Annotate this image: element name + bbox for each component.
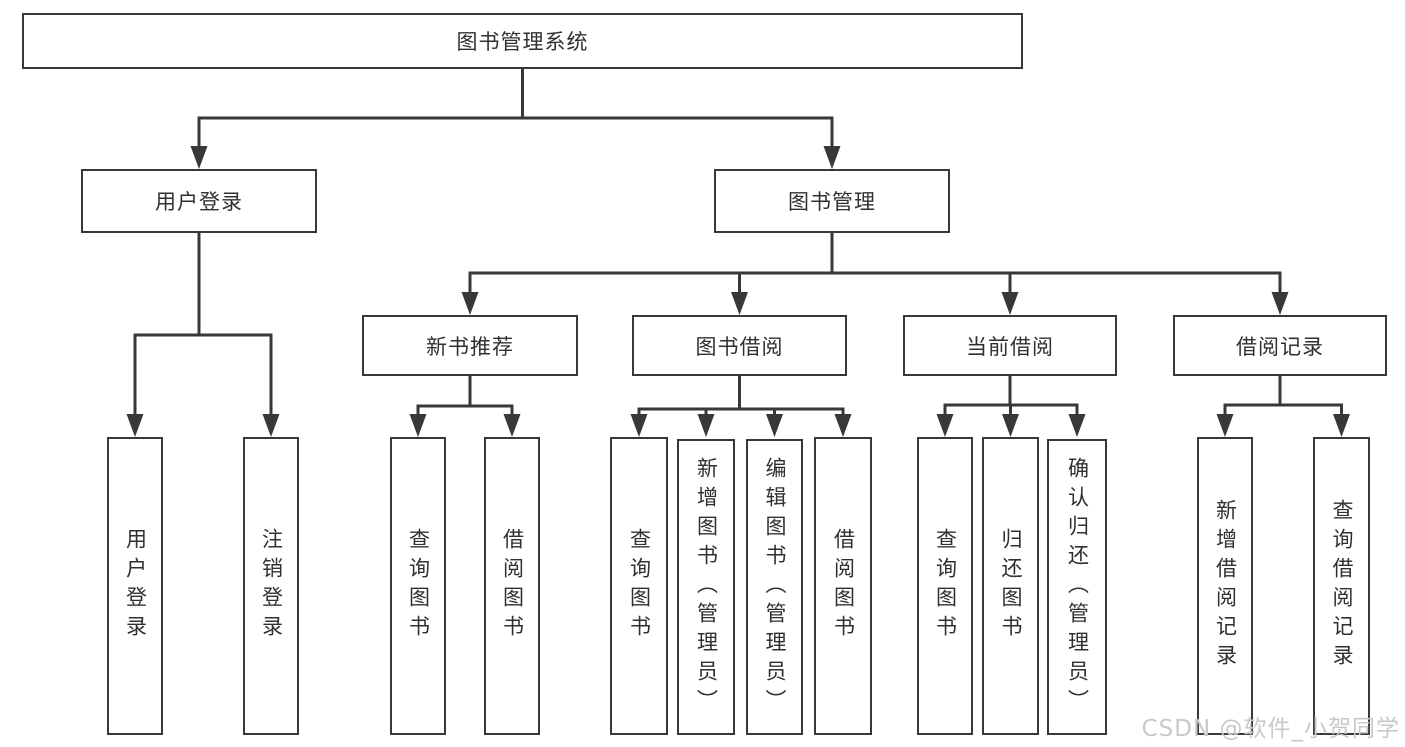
arrow-down-icon: [630, 414, 648, 437]
arrow-down-icon: [262, 414, 280, 437]
leaf-query-books: 查询图书: [390, 437, 446, 735]
node-book-management: 图书管理: [714, 169, 950, 233]
connector-management-to-l3: [468, 231, 1282, 296]
node-user-login: 用户登录: [81, 169, 317, 233]
leaf-add-books-admin: 新增图书（管理员）: [677, 439, 735, 735]
leaf-return-books: 归还图书: [982, 437, 1039, 735]
leaf-edit-books-admin: 编辑图书（管理员）: [746, 439, 803, 735]
arrowheads: [126, 146, 1350, 437]
arrow-down-icon: [1002, 414, 1019, 437]
arrow-down-icon: [1271, 292, 1289, 315]
leaf-confirm-return-admin: 确认归还（管理员）: [1047, 439, 1107, 735]
connector-borrow-to-leaves: [637, 374, 845, 418]
arrow-down-icon: [1216, 414, 1234, 437]
arrow-down-icon: [1001, 292, 1019, 315]
arrow-down-icon: [766, 414, 783, 437]
node-borrow-records: 借阅记录: [1173, 315, 1387, 376]
connector-login-to-leaves: [133, 231, 273, 417]
arrow-down-icon: [823, 146, 841, 169]
connector-paths: [133, 67, 1343, 418]
connector-records-to-leaves: [1223, 374, 1343, 418]
leaf-borrow-books: 借阅图书: [484, 437, 540, 735]
arrow-down-icon: [731, 292, 748, 315]
arrow-down-icon: [697, 414, 715, 437]
leaf-add-borrow-record: 新增借阅记录: [1197, 437, 1253, 735]
leaf-query-books-3: 查询图书: [917, 437, 973, 735]
arrow-down-icon: [126, 414, 144, 437]
node-root-system: 图书管理系统: [22, 13, 1023, 69]
leaf-query-books-2: 查询图书: [610, 437, 668, 735]
arrow-down-icon: [1068, 414, 1086, 437]
arrow-down-icon: [461, 292, 479, 315]
arrow-down-icon: [190, 146, 208, 169]
connector-recommend-to-leaves: [416, 374, 514, 418]
csdn-watermark: CSDN @软件_小贺同学: [1141, 716, 1400, 742]
node-book-borrow: 图书借阅: [632, 315, 847, 376]
leaf-logout: 注销登录: [243, 437, 299, 735]
leaf-query-borrow-record: 查询借阅记录: [1313, 437, 1370, 735]
node-new-book-recommend: 新书推荐: [362, 315, 578, 376]
connector-current-to-leaves: [943, 374, 1079, 418]
leaf-borrow-books-2: 借阅图书: [814, 437, 872, 735]
node-current-borrow: 当前借阅: [903, 315, 1117, 376]
arrow-down-icon: [1333, 414, 1350, 437]
arrow-down-icon: [503, 414, 521, 437]
arrow-down-icon: [834, 414, 852, 437]
arrow-down-icon: [936, 414, 954, 437]
leaf-user-login: 用户登录: [107, 437, 163, 735]
connector-root-to-l2: [197, 67, 834, 150]
arrow-down-icon: [409, 414, 427, 437]
